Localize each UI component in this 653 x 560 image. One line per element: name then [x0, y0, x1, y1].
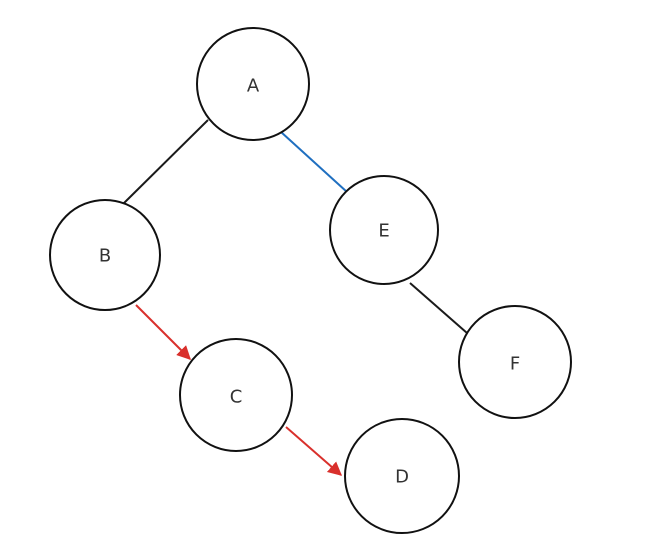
edge-a-b	[121, 119, 209, 206]
node-f[interactable]: F	[458, 305, 572, 419]
node-d-label: D	[395, 467, 409, 488]
node-b-label: B	[99, 246, 111, 267]
node-b[interactable]: B	[49, 199, 161, 311]
node-e[interactable]: E	[329, 175, 439, 285]
node-a[interactable]: A	[196, 27, 310, 141]
node-c[interactable]: C	[179, 338, 293, 452]
edge-c-d-arrow	[285, 426, 343, 476]
node-e-label: E	[378, 221, 389, 242]
node-f-label: F	[510, 354, 520, 375]
node-e-circle	[329, 175, 439, 285]
node-c-label: C	[230, 387, 243, 408]
node-d[interactable]: D	[344, 418, 460, 534]
node-f-circle	[458, 305, 572, 419]
node-c-circle	[179, 338, 293, 452]
edge-b-c-arrow	[135, 304, 191, 360]
node-d-circle	[344, 418, 460, 534]
edge-e-f	[409, 282, 468, 334]
node-b-circle	[49, 199, 161, 311]
node-a-circle	[196, 27, 310, 141]
node-a-label: A	[247, 76, 260, 97]
edge-a-e	[280, 131, 348, 193]
